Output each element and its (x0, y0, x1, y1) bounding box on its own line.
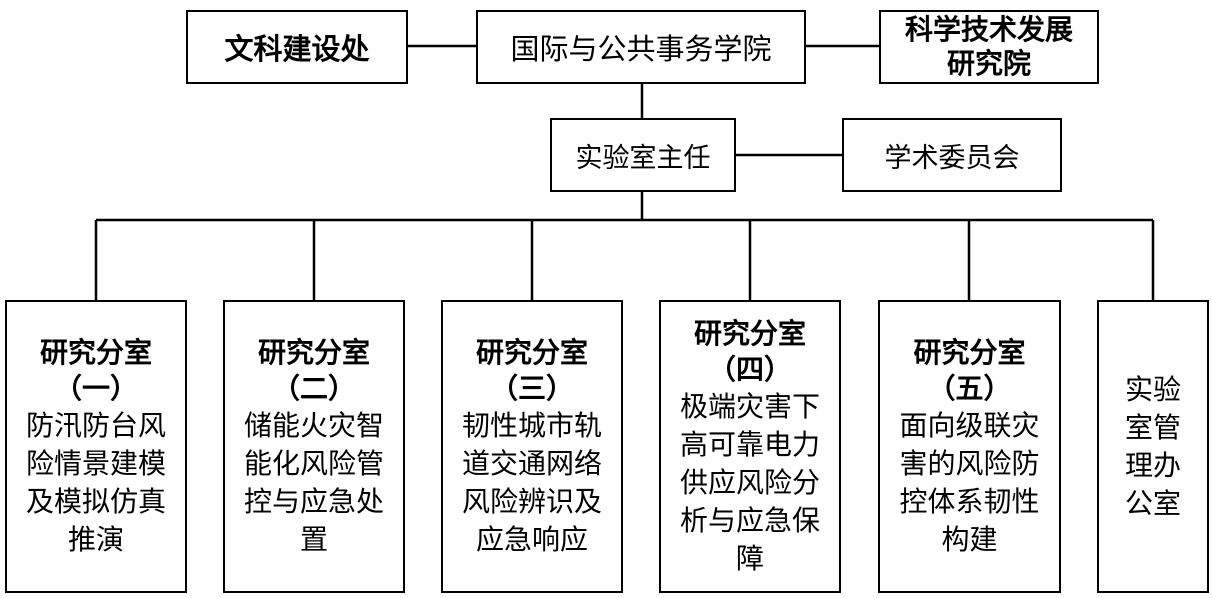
box-guoji-gonggong-xueyuan: 国际与公共事务学院 (476, 10, 806, 84)
division-5: 研究分室 （五） 面向级联灾 害的风险防 控体系韧性 构建 (878, 300, 1061, 593)
box-label: 学术委员会 (884, 142, 1020, 174)
division-head: 研究分室 （三） (475, 335, 588, 405)
division-topic: 防汛防台风 险情景建模 及模拟仿真 推演 (25, 408, 166, 556)
box-lab-director: 实验室主任 (550, 118, 736, 192)
box-label: 文科建设处 (224, 32, 370, 66)
box-kexue-jishu-fazhan: 科学技术发展 研究院 (879, 10, 1099, 84)
division-topic: 面向级联灾 害的风险防 控体系韧性 构建 (899, 408, 1040, 556)
division-head: 研究分室 （二） (257, 335, 370, 405)
box-academic-committee: 学术委员会 (842, 118, 1062, 192)
box-label: 实验室主任 (575, 142, 711, 174)
box-label: 国际与公共事务学院 (510, 32, 772, 66)
division-1: 研究分室 （一） 防汛防台风 险情景建模 及模拟仿真 推演 (5, 300, 187, 593)
division-topic: 极端灾害下 高可靠电力 供应风险分 析与应急保 障 (679, 389, 820, 575)
division-topic: 实验 室管 理办 公室 (1124, 372, 1181, 520)
box-wenke-jianshe-chu: 文科建设处 (186, 10, 408, 84)
division-4: 研究分室 （四） 极端灾害下 高可靠电力 供应风险分 析与应急保 障 (659, 300, 841, 593)
division-head: 研究分室 （四） (693, 316, 806, 386)
box-label: 科学技术发展 研究院 (904, 13, 1073, 80)
division-head: 研究分室 （一） (39, 335, 152, 405)
division-topic: 储能火灾智 能化风险管 控与应急处 置 (243, 408, 384, 556)
division-head: 研究分室 （五） (913, 335, 1026, 405)
division-office: 实验 室管 理办 公室 (1097, 300, 1209, 593)
division-topic: 韧性城市轨 道交通网络 风险辨识及 应急响应 (461, 408, 602, 556)
division-3: 研究分室 （三） 韧性城市轨 道交通网络 风险辨识及 应急响应 (441, 300, 623, 593)
division-2: 研究分室 （二） 储能火灾智 能化风险管 控与应急处 置 (223, 300, 405, 593)
